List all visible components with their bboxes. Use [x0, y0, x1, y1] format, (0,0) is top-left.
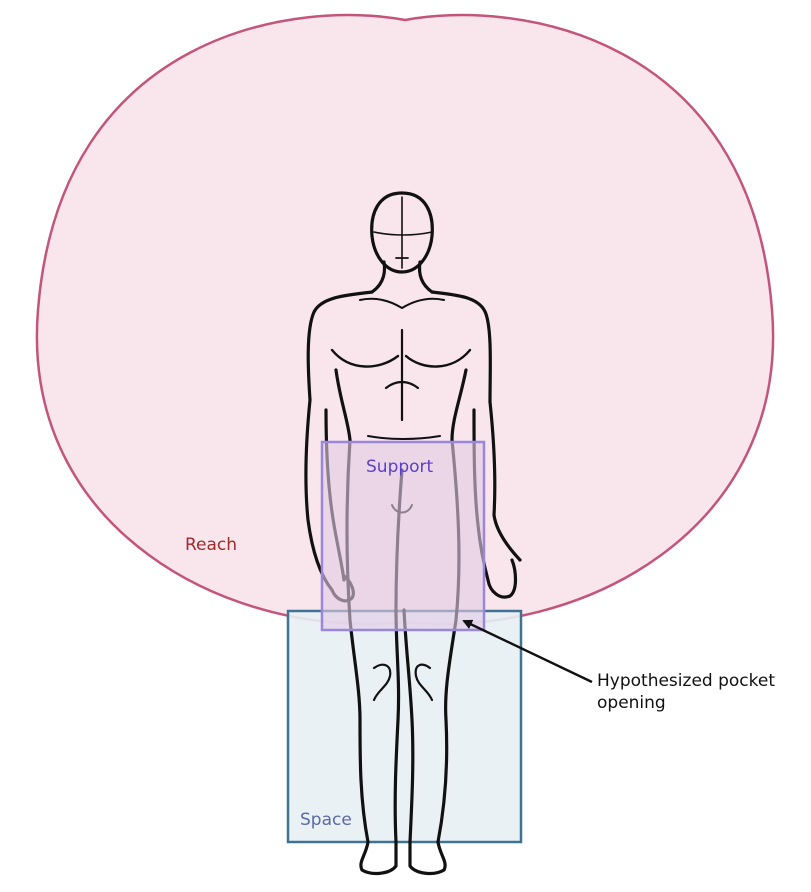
support-region — [320, 440, 486, 632]
reach-label: Reach — [185, 535, 237, 555]
support-label: Support — [366, 457, 434, 477]
space-region — [286, 609, 523, 844]
annotation-arrow — [462, 619, 593, 684]
annotation-text-line2: opening — [597, 693, 666, 713]
space-label: Space — [300, 810, 352, 830]
annotation-text-line1: Hypothesized pocket — [597, 671, 775, 691]
